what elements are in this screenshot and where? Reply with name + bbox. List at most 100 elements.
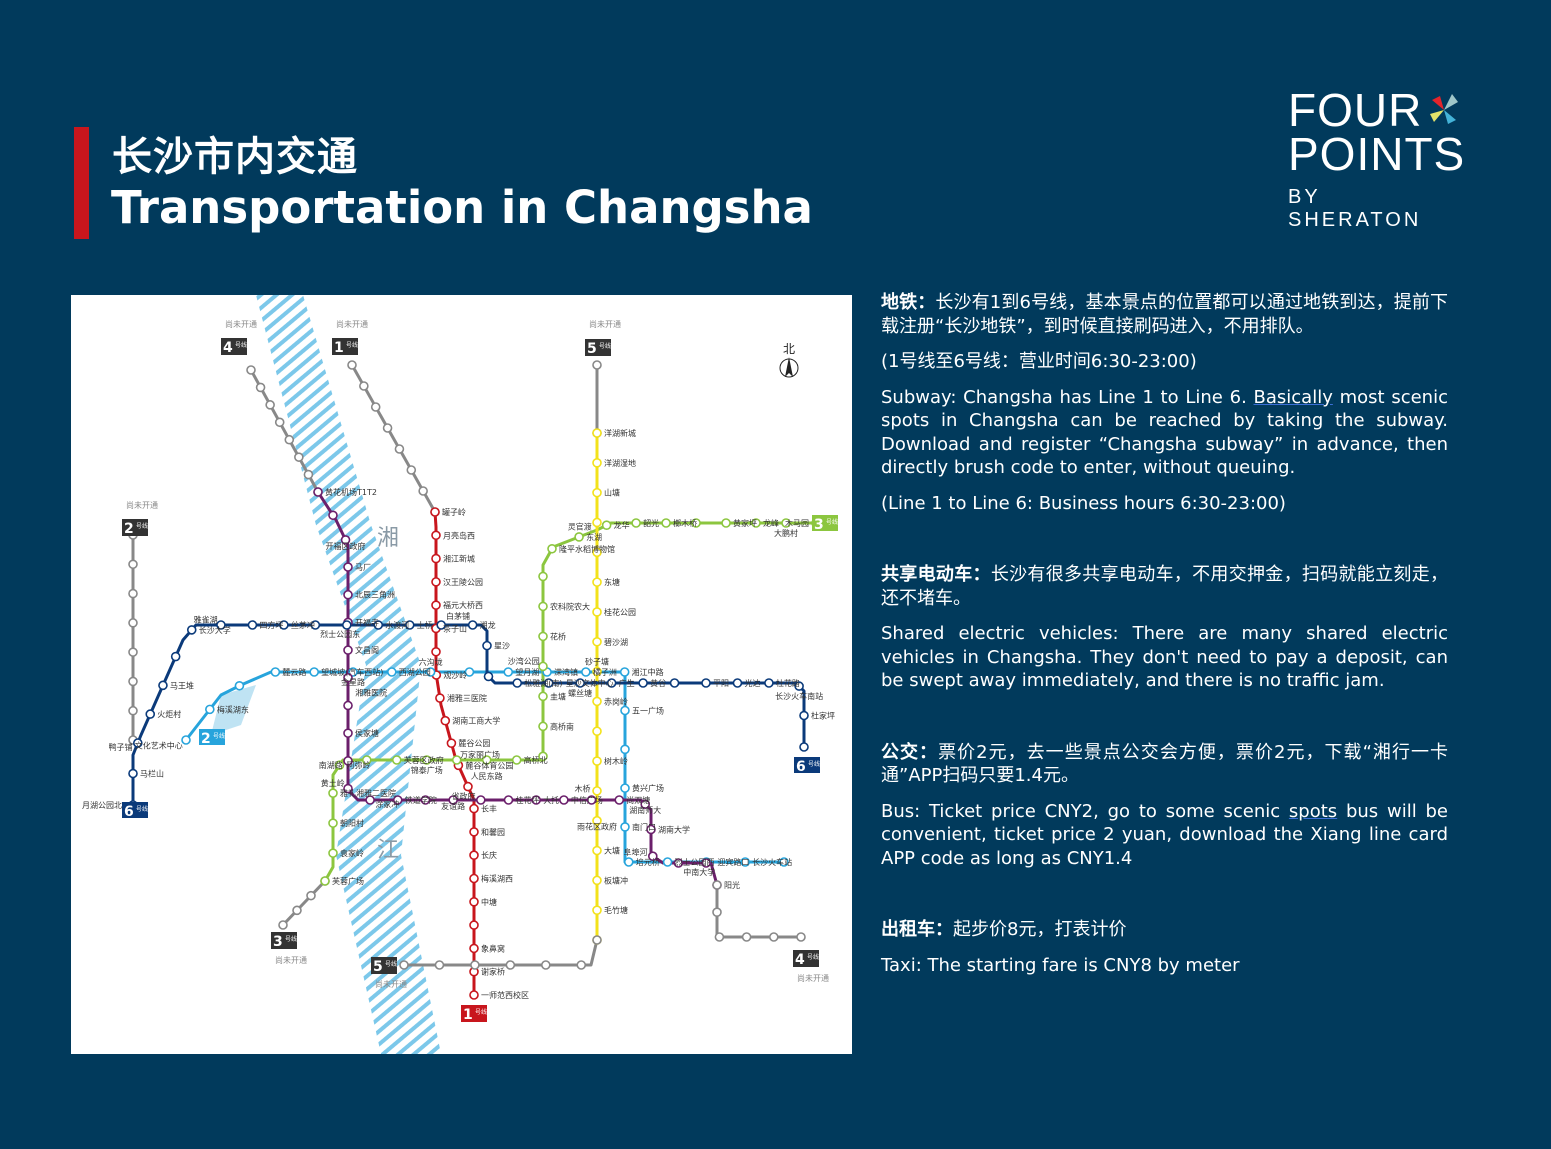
station-label: 长沙火车南站 [775,691,823,701]
station-marker [343,728,353,738]
station-label: 友谊路 [441,801,465,811]
station-marker [431,530,441,541]
station-marker [294,452,304,462]
station-marker [538,571,548,582]
station-marker [334,760,345,770]
station-marker [470,960,480,970]
svg-text:1: 1 [334,340,344,356]
station-label: 尚双塘 [626,795,650,805]
station-marker [505,960,516,970]
station-label: 黄花机场T1T2 [325,487,377,497]
station-marker [701,678,711,688]
station-marker [446,738,457,748]
station-marker [538,721,548,732]
svg-text:3: 3 [814,517,824,533]
station-label: 观沙岭 [443,670,467,680]
station-marker [581,667,591,677]
station-label: 开福区政府 [326,541,366,551]
svg-text:号线: 号线 [599,342,611,350]
station-label: 洋湖新城 [604,428,636,438]
station-label: 鸭子铺 [109,742,133,752]
station-marker [623,857,634,867]
station-marker [592,815,602,826]
station-markers [128,360,821,1000]
station-marker [799,742,809,752]
station-label: 罐子岭 [442,507,466,517]
station-marker [132,738,143,748]
station-label: 金星路 [341,677,365,687]
station-label: 铁道学院 [405,795,437,805]
station-marker [799,710,809,721]
station-marker [328,510,338,521]
station-marker [392,795,403,805]
station-label: 松雅湖(南) [524,678,562,688]
station-label: 沙湾公园 [508,656,540,666]
station-marker [669,678,680,688]
station-label: 湖南大学 [658,824,690,834]
station-label: 望月湖 [515,667,539,677]
station-label: 星沙文体中心 [566,678,614,688]
station-label: 长沙大学 [199,625,231,635]
station-label: 砂子塘 [585,657,609,667]
station-label: 黄家坪 [733,518,757,528]
station-marker [741,932,752,942]
station-marker [691,518,701,528]
station-marker [638,678,648,688]
xiang-river [256,295,441,1054]
station-marker [343,756,353,766]
station-label: 龙峰 [763,518,779,528]
station-label: 湘江新城 [443,554,475,564]
station-marker [328,818,338,828]
station-marker [592,875,602,886]
station-label: 湘江中路 [632,667,664,677]
station-marker [348,667,358,677]
station-marker [128,647,138,657]
station-marker [431,646,441,657]
svg-text:2: 2 [124,521,134,537]
svg-text:6: 6 [796,759,806,775]
station-marker [592,360,602,370]
station-label: 隆平水稻博物馆 [559,544,615,554]
station-label: 洋湖湿地 [604,458,636,468]
station-label: 和馨园 [481,828,505,837]
station-marker [483,671,494,682]
station-marker [434,960,445,970]
station-marker [420,795,431,805]
station-marker [128,676,138,687]
station-marker [781,518,791,528]
line-5-extension-south [404,939,599,967]
svg-text:3: 3 [273,934,283,950]
station-label: 阳光 [724,880,740,890]
bus-cn: 公交：票价2元，去一些景点公交会方便，票价2元，下载“湘行一卡通”APP扫码只要… [881,741,1448,787]
station-marker [343,783,353,794]
station-label: 高桥北 [524,755,548,765]
station-marker [547,543,557,554]
station-label: 中塘 [481,897,497,907]
station-marker [451,755,462,765]
station-marker [662,857,673,867]
station-label: 长庆 [481,850,497,860]
north-label: 北 [783,342,795,356]
line-4-south-extension [715,885,801,939]
station-marker [538,601,548,612]
station-label: 谢家桥 [481,967,505,977]
station-marker [365,795,375,805]
station-marker [541,960,551,970]
station-label: 农科院农大 [550,601,590,611]
station-marker [328,848,338,858]
river-label-jiang: 江 [377,838,399,863]
station-marker [592,905,602,915]
station-marker [284,434,295,445]
station-label: 圭塘 [550,691,566,701]
station-marker [373,620,384,630]
station-marker [794,681,804,691]
station-label: 人民东路 [471,771,503,781]
station-label: 东湖 [586,532,602,542]
station-label: 湘雅医院 [355,688,387,698]
station-marker [586,795,597,805]
station-label: 月亮岛西 [443,530,475,540]
